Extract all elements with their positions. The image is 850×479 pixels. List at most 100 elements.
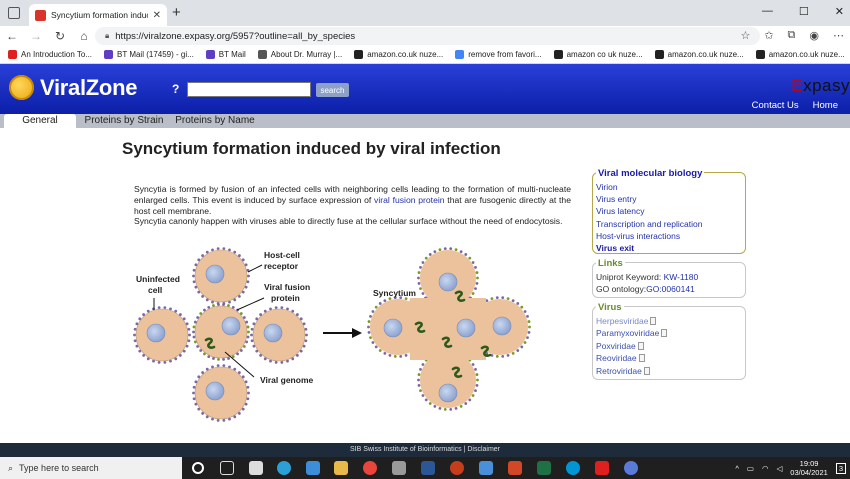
nucleus xyxy=(492,316,512,336)
surface-protein xyxy=(247,274,250,278)
excel-icon[interactable] xyxy=(537,461,551,475)
reload-icon[interactable]: ↻ xyxy=(54,29,66,43)
viral-fusion-protein-link[interactable]: viral fusion protein xyxy=(374,194,445,205)
surface-protein xyxy=(192,274,195,278)
network-icon[interactable]: ◠ xyxy=(761,463,769,473)
site-footer: SIB Swiss Institute of Bioinformatics | … xyxy=(0,443,850,457)
word-icon[interactable] xyxy=(421,461,435,475)
tab-close-icon[interactable]: ✕ xyxy=(152,9,161,21)
app-icon[interactable] xyxy=(392,461,406,475)
taskbar-search[interactable]: ⌕ Type here to search xyxy=(0,457,182,479)
vmb-link[interactable]: Virus latency xyxy=(596,206,645,217)
hp-icon[interactable] xyxy=(566,461,580,475)
go-ontology-link[interactable]: GO:0060141 xyxy=(646,284,695,295)
contact-us-link[interactable]: Contact Us xyxy=(751,100,799,111)
edge-icon[interactable] xyxy=(277,461,291,475)
nucleus xyxy=(456,318,476,338)
mail-icon[interactable] xyxy=(306,461,320,475)
chrome-icon[interactable] xyxy=(363,461,377,475)
label-syncytium: Syncytium xyxy=(373,288,416,298)
bookmark-item[interactable]: amazon.co.uk nuze... xyxy=(755,50,845,59)
surface-protein xyxy=(163,360,167,364)
battery-icon[interactable]: ▭ xyxy=(746,463,754,473)
viralzone-logo-icon[interactable] xyxy=(9,75,34,100)
browser-tab[interactable]: Syncytium formation induced by ✕ xyxy=(29,4,167,26)
cell-cluster xyxy=(133,247,308,422)
search-button[interactable]: search xyxy=(316,83,349,97)
tab-proteins-by-name[interactable]: Proteins by Name xyxy=(175,115,255,126)
surface-protein xyxy=(511,352,515,355)
onedrive-icon[interactable] xyxy=(479,461,493,475)
surface-protein xyxy=(369,336,372,340)
bookmark-item[interactable]: amazon.co.uk nuze... xyxy=(654,50,744,59)
maximize-icon[interactable]: ☐ xyxy=(798,6,809,18)
back-icon[interactable]: ← xyxy=(6,29,18,43)
file-explorer-icon[interactable] xyxy=(334,461,348,475)
surface-protein xyxy=(192,330,195,334)
vmb-link[interactable]: Host-virus interactions xyxy=(596,230,681,241)
toolbar-actions: ☆ ✩ ⧉ ◉ ⋯ xyxy=(740,29,844,42)
help-icon[interactable]: ? xyxy=(172,82,180,96)
powerpoint-icon[interactable] xyxy=(450,461,464,475)
home-link[interactable]: Home xyxy=(812,100,838,111)
minimize-icon[interactable]: — xyxy=(761,5,773,17)
surface-protein xyxy=(419,287,422,291)
tray-chevron-icon[interactable]: ^ xyxy=(735,463,739,473)
bookmark-item[interactable]: amazon co uk nuze... xyxy=(553,50,643,59)
tab-general[interactable]: General xyxy=(4,114,76,128)
bookmark-item[interactable]: BT Mail xyxy=(205,50,246,59)
acrobat-icon[interactable] xyxy=(595,461,609,475)
vmb-link[interactable]: Virus entry xyxy=(596,194,637,205)
virus-family-link[interactable]: Reoviridae xyxy=(596,353,637,364)
tab-proteins-by-strain[interactable]: Proteins by Strain xyxy=(84,115,164,126)
search-input[interactable] xyxy=(187,82,311,97)
cortana-icon[interactable] xyxy=(192,462,204,474)
document-icon[interactable] xyxy=(650,317,657,325)
favorites-icon[interactable]: ✩ xyxy=(764,30,774,42)
volume-icon[interactable]: ◁ xyxy=(776,463,783,473)
bookmark-item[interactable]: BT Mail (17459) - gi... xyxy=(104,50,194,59)
bookmark-item[interactable]: amazon.co.uk nuze... xyxy=(354,50,443,59)
document-icon[interactable] xyxy=(643,366,650,375)
site-logo[interactable]: ViralZone xyxy=(40,75,138,100)
bookmark-item[interactable]: An Introduction To... xyxy=(8,50,92,59)
more-icon[interactable]: ⋯ xyxy=(833,30,844,42)
expasy-logo[interactable]: Expasy xyxy=(791,76,850,96)
go-row: GO ontology:GO:0060141 xyxy=(596,283,698,295)
virus-family-link[interactable]: Poxviridae xyxy=(596,340,636,351)
vmb-link[interactable]: Virus exit xyxy=(596,243,635,254)
virus-family-link[interactable]: Herpesviridae xyxy=(596,316,649,326)
new-tab-button[interactable]: + xyxy=(172,4,181,21)
surface-protein xyxy=(201,254,204,257)
collections-icon[interactable]: ⧉ xyxy=(787,29,796,41)
bookmark-item[interactable]: remove from favori... xyxy=(455,50,542,59)
vmb-link[interactable]: Virion xyxy=(596,182,618,192)
skype-icon[interactable] xyxy=(508,461,522,475)
address-bar[interactable]: 🔒︎ https://viralzone.expasy.org/5957?out… xyxy=(95,27,760,45)
vmb-link[interactable]: Transcription and replication xyxy=(596,218,703,229)
uniprot-keyword-link[interactable]: KW-1180 xyxy=(663,272,699,282)
syncytium-lobe xyxy=(420,352,476,408)
favorite-star-icon[interactable]: ☆ xyxy=(740,30,751,42)
profile-icon[interactable]: ◉ xyxy=(809,30,819,42)
bookmark-item[interactable]: About Dr. Murray |... xyxy=(257,50,342,59)
desc-text-a: Syncytia is formed by fusion of an infec… xyxy=(134,184,571,205)
document-icon[interactable] xyxy=(637,341,644,350)
store-icon[interactable] xyxy=(249,461,263,475)
task-view-icon[interactable] xyxy=(220,461,234,475)
syncytium-diagram: Uninfected cell Host-cell receptor Viral… xyxy=(133,247,531,422)
virus-family-link[interactable]: Retroviridae xyxy=(596,365,642,376)
tab-actions-icon[interactable] xyxy=(8,7,20,19)
forward-icon[interactable]: → xyxy=(30,29,42,43)
clock[interactable]: 19:09 03/04/2021 xyxy=(790,459,828,477)
expasy-logo-x: x xyxy=(803,76,813,95)
document-icon[interactable] xyxy=(638,354,645,363)
home-icon[interactable]: ⌂ xyxy=(80,29,88,43)
virus-family-link[interactable]: Paramyxoviridae xyxy=(596,328,660,339)
notifications-icon[interactable]: 3 xyxy=(835,462,846,474)
close-window-icon[interactable]: ✕ xyxy=(834,6,844,18)
app-icon-2[interactable] xyxy=(624,461,638,475)
surface-protein xyxy=(203,308,206,312)
surface-protein xyxy=(179,313,182,316)
document-icon[interactable] xyxy=(661,329,668,338)
